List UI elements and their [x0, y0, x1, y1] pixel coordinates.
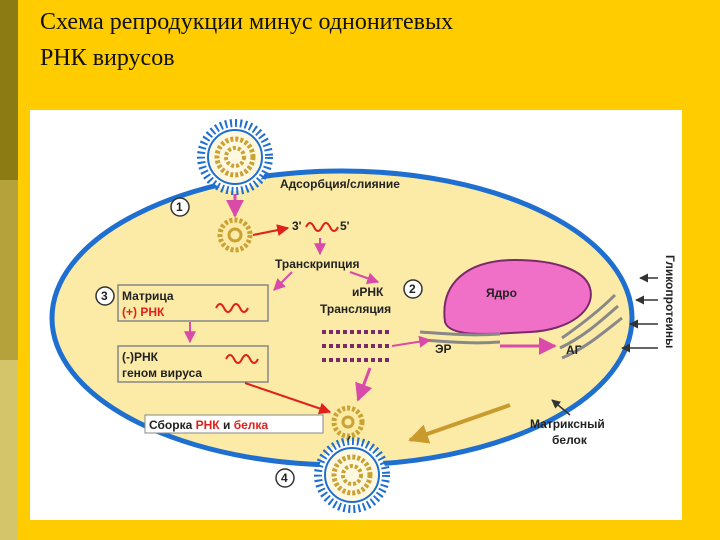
assembly-prefix: Сборка: [149, 418, 193, 432]
virion-entering: [197, 119, 273, 195]
svg-text:3: 3: [101, 289, 108, 303]
matrix-label-line1: Матрица: [122, 289, 174, 303]
rna-3-end: 3': [292, 219, 302, 233]
svg-text:4: 4: [281, 471, 288, 485]
transcription-label: Транскрипция: [275, 257, 360, 271]
assembly-label: Сборка РНК и белка: [149, 418, 268, 432]
neg-rna-box: [117, 345, 269, 383]
rna-5-end: 5': [340, 219, 350, 233]
plus-rna-strand: [215, 303, 249, 313]
step-4-marker: 4: [275, 468, 295, 488]
assembly-box: [144, 414, 324, 434]
sidebar-accent-light: [0, 360, 18, 540]
matrix-box: [117, 284, 269, 322]
matrix-protein-label-line2: белок: [552, 433, 588, 447]
svg-text:2: 2: [409, 282, 416, 296]
assembly-and: и: [223, 418, 230, 432]
genome-rna-strand: [305, 222, 339, 232]
matrix-protein-label-line1: Матриксный: [530, 417, 605, 431]
slide-title: Схема репродукции минус однонитевых РНК …: [40, 4, 660, 76]
sidebar-accent-dark: [0, 0, 18, 180]
virion-budding: [314, 437, 390, 513]
neg-rna-label-line1: (-)РНК: [122, 350, 159, 364]
to-mrna-arrow: [349, 271, 380, 285]
step-2-marker: 2: [403, 279, 423, 299]
matrix-protein-pointer: [551, 399, 571, 416]
mrna-label: иРНК: [352, 285, 384, 299]
slide-title-line2: РНК вирусов: [40, 45, 175, 71]
nucleocapsid: [217, 217, 253, 253]
polysomes: [322, 330, 390, 362]
to-matrix-arrow: [273, 271, 293, 291]
assembly-to-bud-arrow: [347, 435, 351, 441]
translation-label: Трансляция: [320, 302, 391, 316]
translation-arrow: [355, 367, 373, 402]
nucleus-label: Ядро: [486, 286, 517, 300]
assembly-rna: РНК: [196, 418, 221, 432]
to-assembly-arrow: [244, 382, 332, 415]
to-er-arrow: [391, 335, 432, 348]
glycoproteins-label: Гликопротеины: [663, 255, 677, 348]
step-1-marker: 1: [170, 197, 190, 217]
assembly-protein: белка: [234, 418, 269, 432]
er-label: ЭР: [435, 342, 452, 356]
assembly-particle: [331, 405, 365, 439]
membrane-to-assembly-arrow: [408, 403, 511, 444]
glycoprotein-pointers: [621, 273, 658, 353]
replication-diagram: Ядро ЭР АГ 1 2: [49, 119, 677, 513]
adsorption-label: Адсорбция/слияние: [280, 177, 400, 191]
matrix-label-line2: (+) РНК: [122, 305, 165, 319]
golgi-label: АГ: [566, 343, 582, 357]
svg-text:1: 1: [176, 200, 183, 214]
slide-title-line1: Схема репродукции минус однонитевых: [40, 9, 454, 35]
step-3-marker: 3: [95, 286, 115, 306]
sidebar-accent-mid: [0, 180, 18, 360]
genome-arrow: [252, 224, 290, 237]
minus-rna-strand: [225, 354, 259, 364]
nucleus: [443, 258, 592, 335]
neg-rna-label-line2: геном вируса: [122, 366, 202, 380]
